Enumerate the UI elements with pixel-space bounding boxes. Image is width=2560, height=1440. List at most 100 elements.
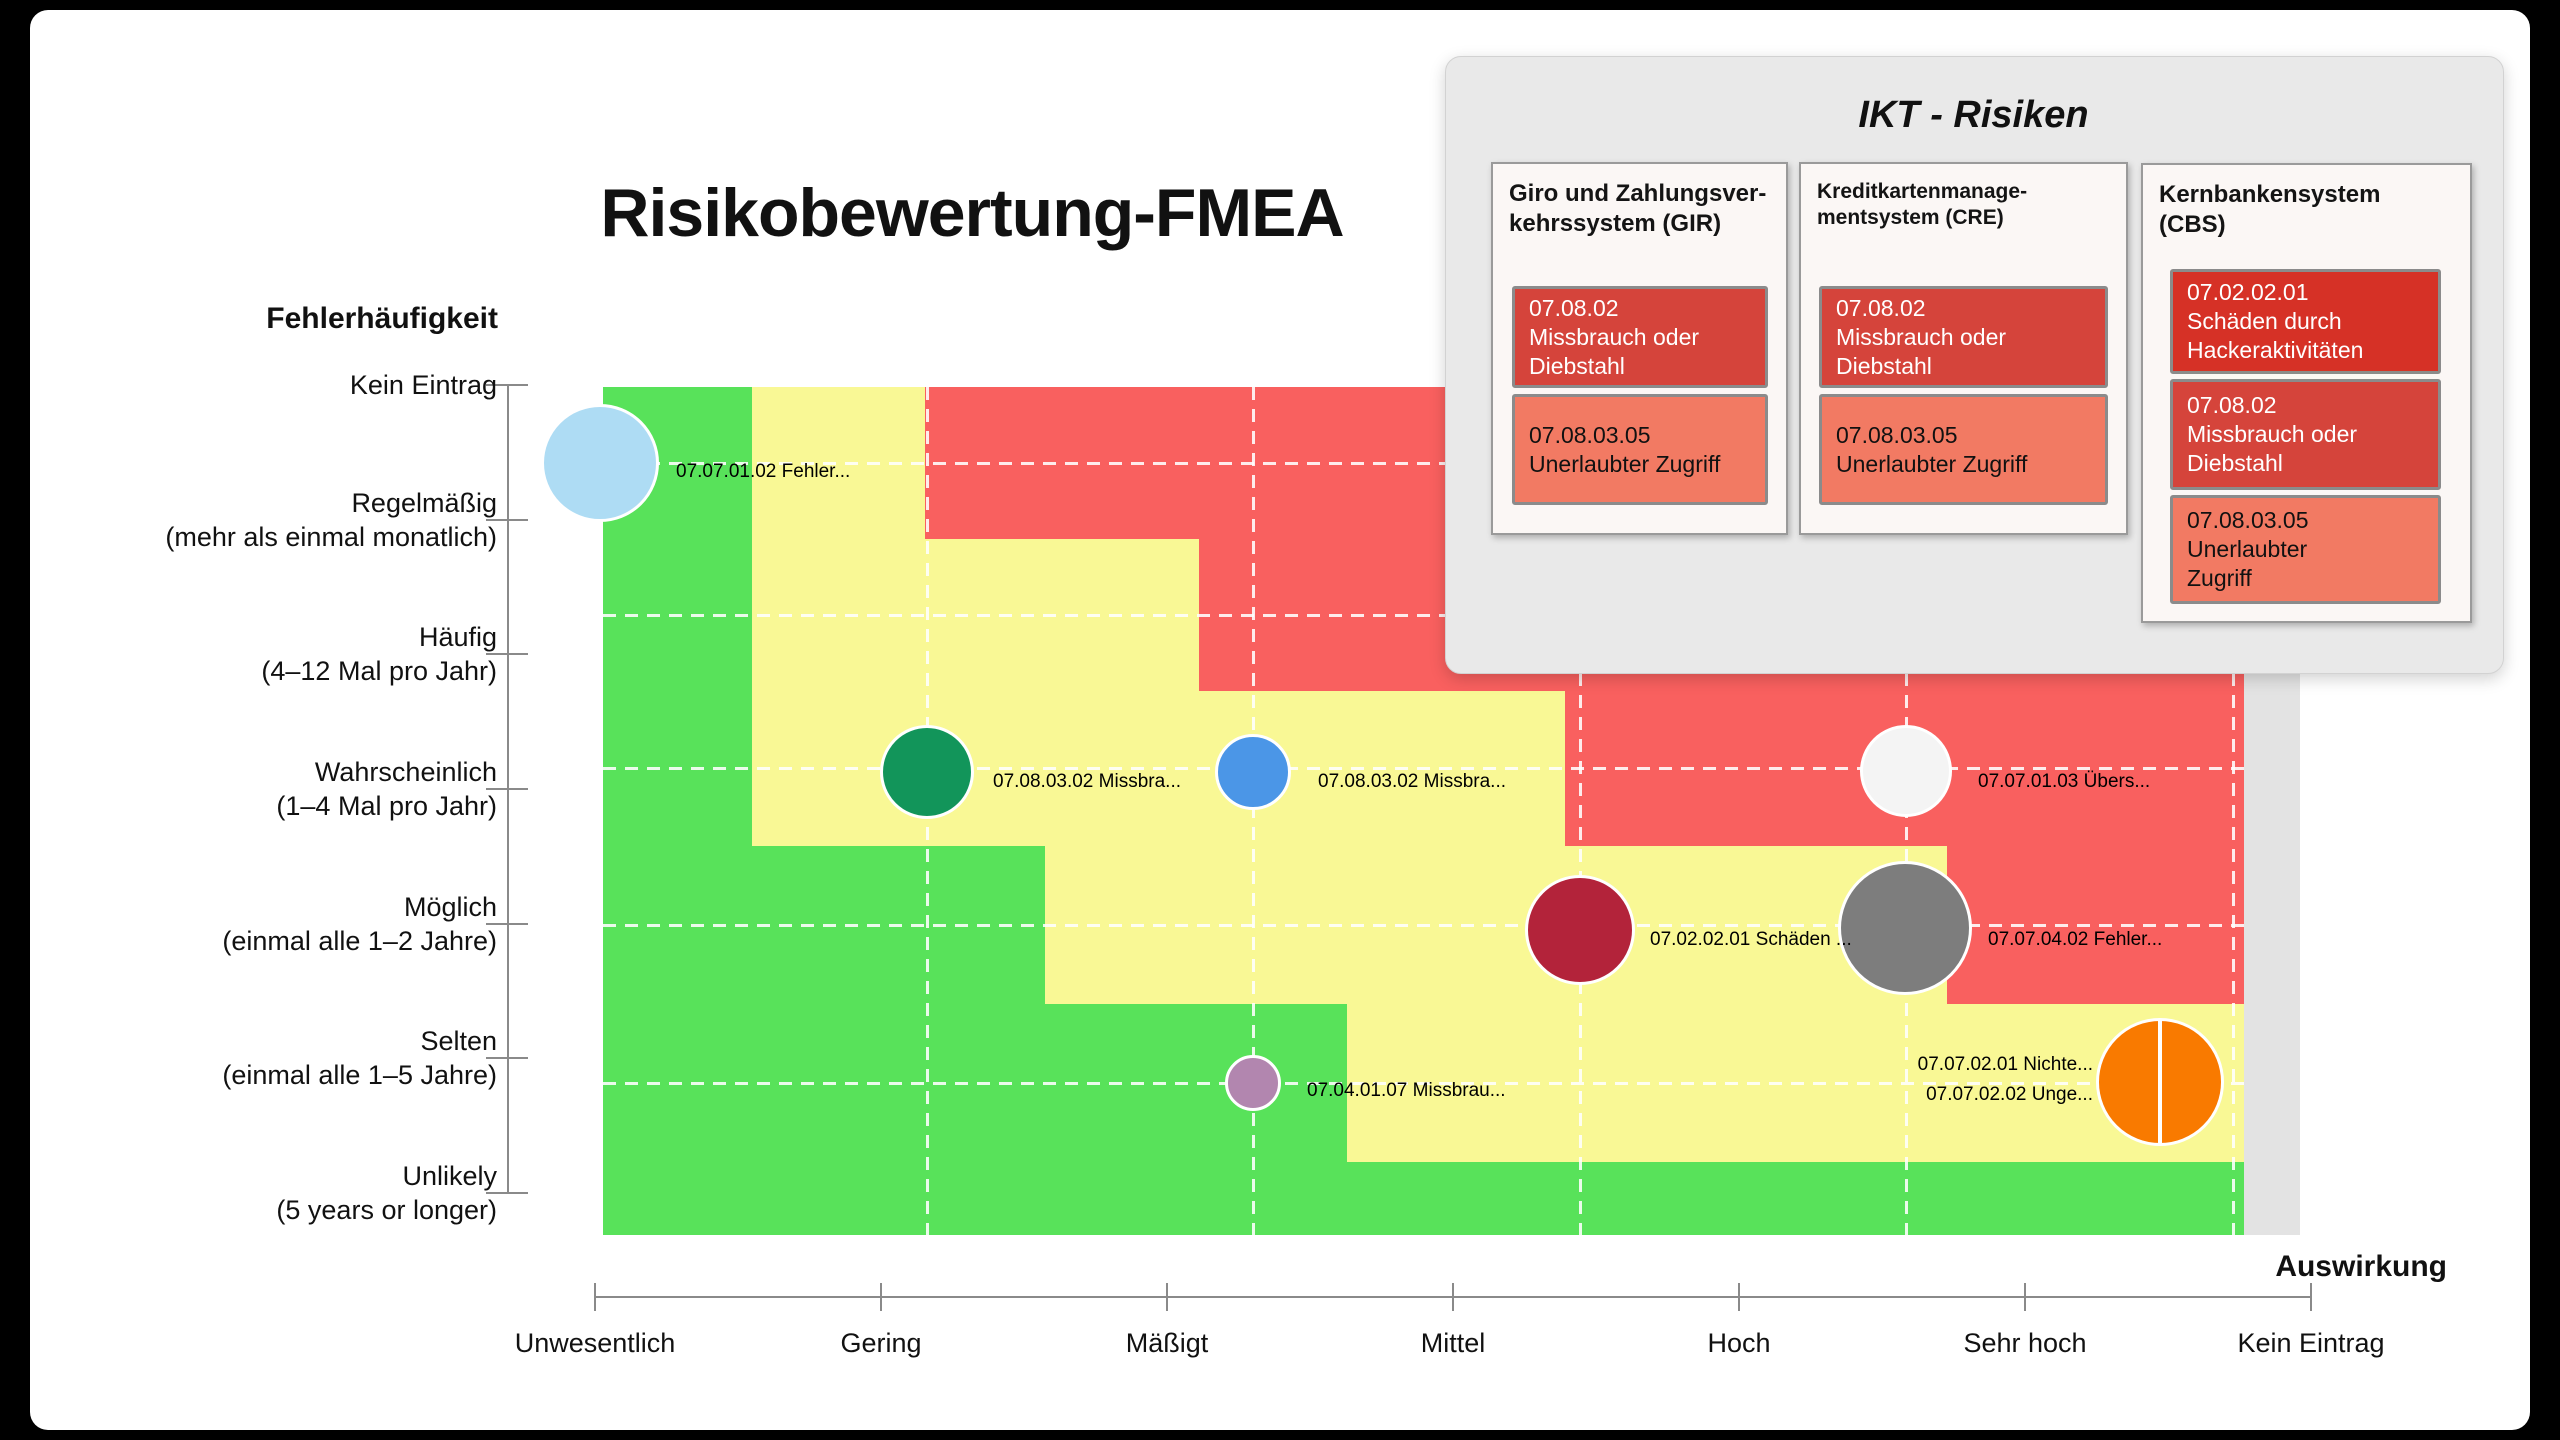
system-card-title: Kreditkartenmanage-mentsystem (CRE)	[1801, 164, 2126, 232]
y-tick-label-line: Möglich	[403, 891, 497, 922]
risk-box-line: 07.08.02	[2187, 392, 2277, 418]
bubble-label: 07.04.01.07 Missbrau...	[1307, 1076, 1506, 1106]
risk-box-line: 07.02.02.01	[2187, 279, 2309, 305]
gridline-horizontal	[603, 767, 2244, 770]
risk-box-line: Hackeraktivitäten	[2187, 337, 2364, 363]
risk-bubble-07-08-03-02	[1215, 734, 1291, 810]
y-axis-tick	[486, 384, 528, 386]
risk-box-line: Unerlaubter Zugriff	[1836, 450, 2028, 477]
y-tick-label-line: Regelmäßig	[351, 487, 497, 518]
bubble-label: 07.07.01.03 Übers...	[1978, 767, 2150, 797]
x-tick-label: Unwesentlich	[514, 1328, 676, 1358]
gridline-horizontal	[603, 924, 2244, 927]
bubble-label: 07.07.04.02 Fehler...	[1988, 925, 2162, 955]
risk-bubble-07-07-01-03	[1860, 725, 1952, 817]
y-axis-tick	[486, 1192, 528, 1194]
y-tick-label-line: (einmal alle 1–5 Jahre)	[222, 1060, 497, 1091]
bubble-label-line: 07.07.01.02 Fehler...	[676, 461, 851, 482]
risk-box-line: Diebstahl	[1836, 352, 1932, 379]
risk-box-line: Unerlaubter Zugriff	[1529, 450, 1721, 477]
y-axis-tick	[486, 653, 528, 656]
bubble-divider-line	[2158, 1021, 2162, 1143]
y-tick-label-line: (einmal alle 1–2 Jahre)	[222, 925, 497, 956]
chart-title: Risikobewertung-FMEA	[600, 175, 1344, 251]
x-tick-label: Mäßigt	[1125, 1328, 1209, 1358]
y-axis-tick	[486, 922, 528, 925]
gridline-vertical	[1579, 387, 1582, 1235]
bubble-label: 07.08.03.02 Missbra...	[993, 767, 1181, 797]
bubble-label-line: 07.07.04.02 Fehler...	[1988, 929, 2163, 950]
x-tick-label: Sehr hoch	[1963, 1328, 2087, 1358]
x-tick-label: Kein Eintrag	[2237, 1328, 2385, 1358]
y-tick-label-line: Häufig	[418, 622, 497, 653]
system-card-cre: Kreditkartenmanage-mentsystem (CRE) 07.08…	[1799, 162, 2128, 535]
bubble-label-line: 07.08.03.02 Missbra...	[1318, 771, 1506, 792]
risk-box-line: Unerlaubter	[2187, 536, 2308, 562]
y-axis-tick	[486, 518, 528, 521]
risk-box-line: 07.08.02	[1529, 294, 1619, 321]
x-axis-title: Auswirkung	[2275, 1250, 2447, 1283]
bubble-label-line: 07.07.01.03 Übers...	[1978, 771, 2151, 792]
bubble-label-line: 07.04.01.07 Missbrau...	[1307, 1080, 1506, 1101]
risk-bubble-07-07-02-01-07-07-02-02	[2096, 1018, 2224, 1146]
bubble-label: 07.08.03.02 Missbra...	[1318, 767, 1506, 797]
risk-box-line: 07.08.03.05	[1836, 421, 1958, 448]
y-tick-label-line: Selten	[420, 1026, 497, 1057]
x-tick-label: Gering	[840, 1328, 922, 1358]
y-tick-label-line: (4–12 Mal pro Jahr)	[261, 656, 497, 687]
x-axis-tick	[1738, 1283, 1740, 1311]
x-tick-label: Mittel	[1420, 1328, 1486, 1358]
system-card-title-line: Kreditkartenmanage-	[1817, 180, 2028, 203]
bubble-label-line: 07.08.03.02 Missbra...	[993, 771, 1181, 792]
y-tick-label-line: Unlikely	[402, 1161, 497, 1191]
bubble-label: 07.02.02.01 Schäden ...	[1650, 925, 1852, 955]
x-tick-label: Hoch	[1707, 1328, 1771, 1358]
risk-box-line: Diebstahl	[1529, 352, 1625, 379]
risk-box-line: Zugriff	[2187, 565, 2252, 591]
risk-bubble-07-07-01-02	[541, 404, 659, 522]
risk-zone-green	[603, 1162, 2244, 1235]
gridline-horizontal	[603, 1082, 2244, 1085]
risk-box-line: 07.08.02	[1836, 294, 1926, 321]
y-tick-label: Möglich(einmal alle 1–2 Jahre)	[222, 890, 497, 958]
y-tick-label: Unlikely (5 years or longer)	[276, 1159, 497, 1227]
system-card-title: Kernbankensystem (CBS)	[2143, 165, 2470, 240]
system-card-title-line: (CBS)	[2159, 211, 2226, 238]
risk-box-line: Schäden durch	[2187, 308, 2342, 334]
y-tick-label: Wahrscheinlich(1–4 Mal pro Jahr)	[276, 755, 497, 823]
risk-box-line: Missbrauch oder	[2187, 421, 2358, 447]
risk-box-line: Missbrauch oder	[1836, 323, 2007, 350]
system-card-title-line: Kernbankensystem	[2159, 181, 2381, 208]
y-tick-label: Regelmäßig(mehr als einmal monatlich)	[165, 486, 497, 554]
gridline-vertical	[1252, 387, 1255, 1235]
y-tick-label-line: Wahrscheinlich	[314, 757, 497, 787]
bubble-label: 07.07.01.02 Fehler...	[676, 457, 850, 487]
risk-box-line: Diebstahl	[2187, 450, 2283, 476]
y-axis-title: Fehlerhäufigkeit	[266, 302, 498, 335]
panel-title: IKT - Risiken	[1858, 94, 2089, 136]
y-tick-label: Kein Eintrag	[350, 368, 497, 402]
y-tick-label-line: Kein Eintrag	[349, 370, 497, 400]
y-tick-label-line: (5 years or longer)	[276, 1195, 497, 1225]
x-axis-tick	[1452, 1283, 1454, 1311]
system-card-gir: Giro und Zahlungsver-kehrssystem (GIR) 07…	[1491, 162, 1788, 535]
x-axis-tick	[2310, 1283, 2312, 1311]
bubble-label-line: 07.07.02.01 Nichte...	[1917, 1054, 2093, 1075]
risk-bubble-07-02-02-01	[1525, 875, 1635, 985]
y-axis-tick	[486, 788, 528, 790]
y-tick-label: Selten(einmal alle 1–5 Jahre)	[222, 1024, 497, 1092]
risk-bubble-07-04-01-07	[1225, 1055, 1281, 1111]
gridline-vertical	[2232, 387, 2235, 1235]
risk-bubble-07-07-04-02	[1838, 861, 1972, 995]
bubble-label: 07.07.02.01 Nichte...07.07.02.02 Unge...	[1918, 1050, 2093, 1110]
risk-box-line: 07.08.03.05	[2187, 507, 2309, 533]
system-card-title: Giro und Zahlungsver-kehrssystem (GIR)	[1493, 164, 1786, 239]
y-tick-label-line: (mehr als einmal monatlich)	[165, 521, 497, 552]
